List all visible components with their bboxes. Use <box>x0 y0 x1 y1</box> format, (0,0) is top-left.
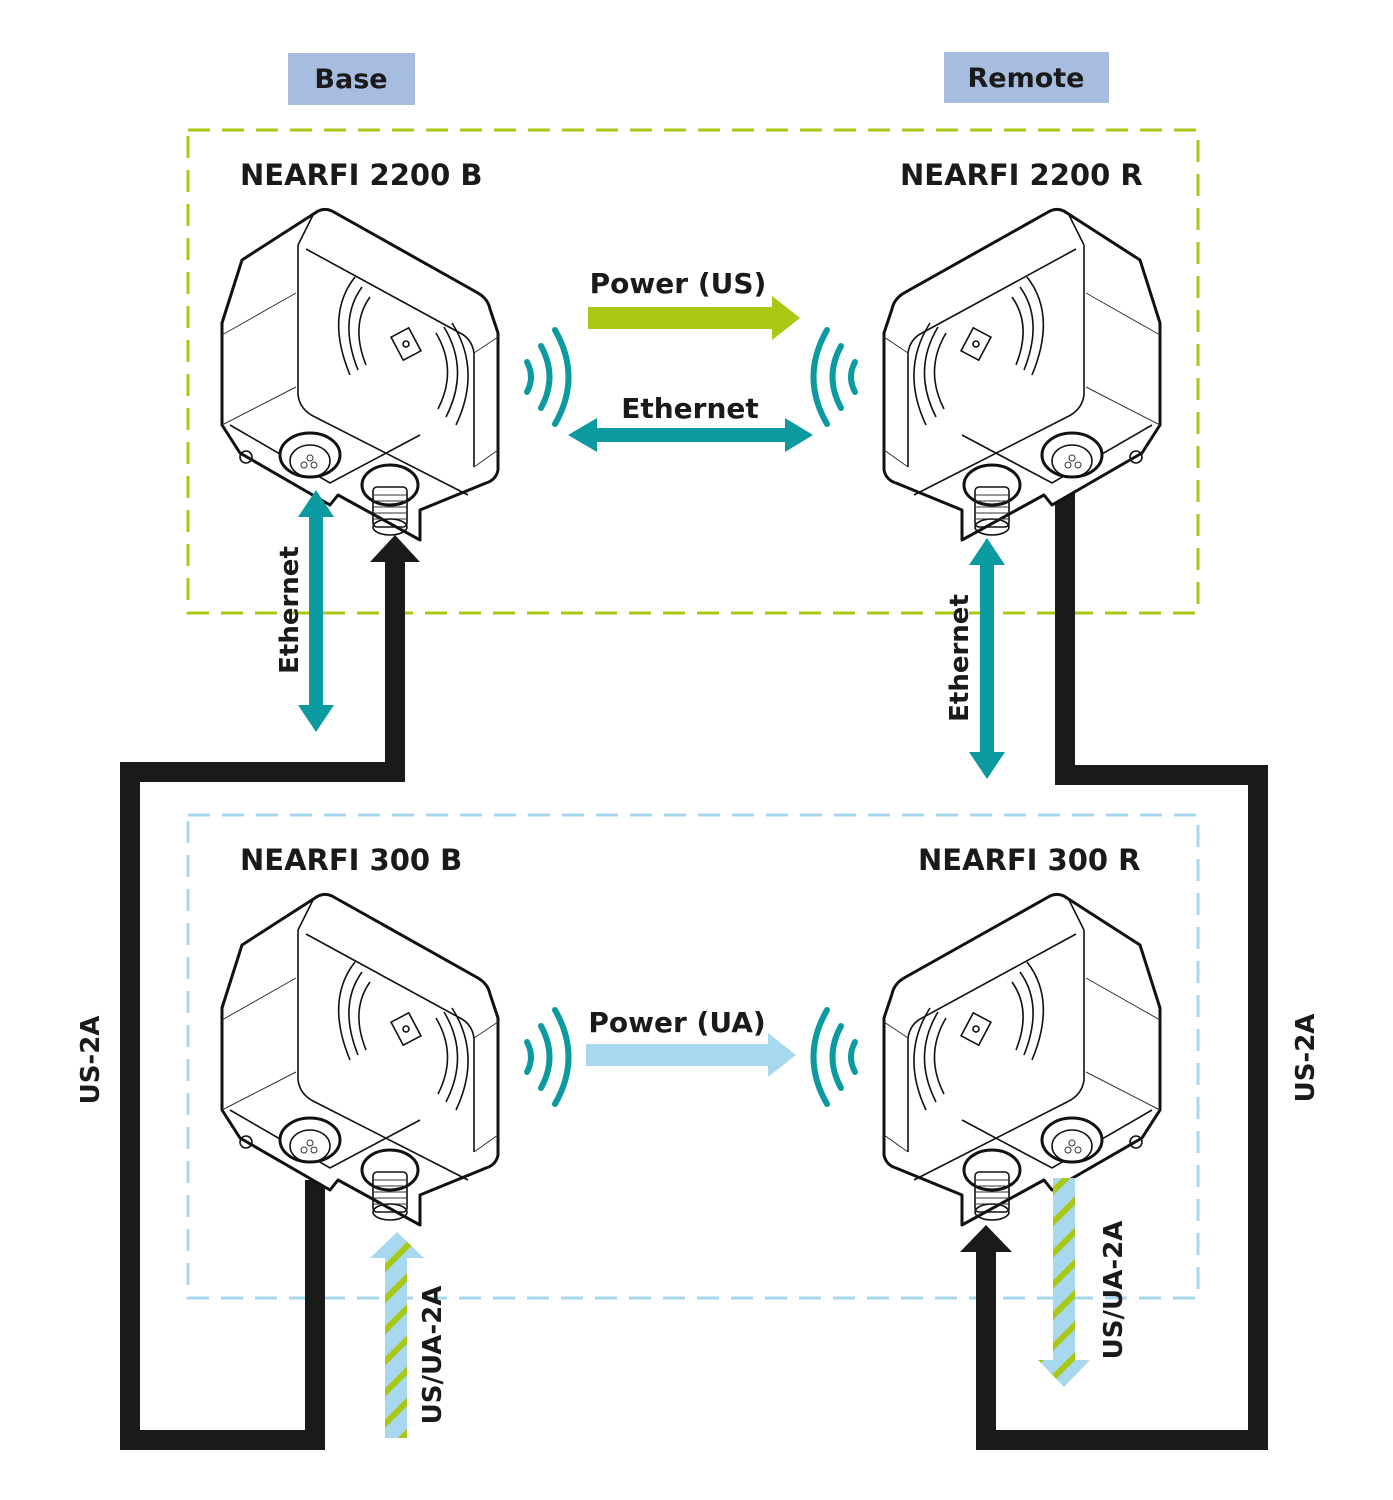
wireless-waves-2200-r <box>810 327 858 427</box>
device-label-2200-b: NEARFI 2200 B <box>240 158 482 192</box>
ethernet-wireless-label: Ethernet <box>621 392 759 425</box>
ethernet-base-arrow <box>298 490 334 732</box>
cable-left-label: US-2A <box>76 1016 106 1105</box>
ethernet-remote-arrow <box>969 538 1005 779</box>
supply-base-arrow <box>370 1232 424 1438</box>
cable-us-2a-right <box>976 492 1268 1450</box>
wireless-waves-300-r <box>810 1007 858 1107</box>
device-nearfi-2200-b <box>220 207 500 542</box>
device-nearfi-300-r <box>882 892 1162 1227</box>
remote-tag-label: Remote <box>967 63 1084 94</box>
device-label-300-b: NEARFI 300 B <box>240 843 462 877</box>
supply-remote-arrow <box>1038 1178 1090 1387</box>
cable-arrowhead-300-r <box>960 1225 1012 1252</box>
ethernet-base-label: Ethernet <box>275 546 305 674</box>
power-us-label: Power (US) <box>590 267 767 300</box>
device-label-2200-r: NEARFI 2200 R <box>900 158 1143 192</box>
wireless-waves-300-b <box>524 1007 572 1107</box>
ethernet-wireless-arrow <box>568 418 813 452</box>
power-ua-arrow <box>586 1033 796 1077</box>
cable-right-label: US-2A <box>1291 1014 1321 1103</box>
device-nearfi-2200-r <box>882 207 1162 542</box>
power-us-arrow <box>588 296 800 340</box>
base-tag <box>288 53 415 105</box>
supply-base-label: US/UA-2A <box>418 1286 448 1425</box>
ethernet-remote-label: Ethernet <box>945 594 975 722</box>
remote-tag <box>944 52 1109 103</box>
wireless-waves-2200-b <box>524 327 572 427</box>
supply-remote-label: US/UA-2A <box>1099 1221 1129 1360</box>
cable-arrowhead-2200-b <box>370 535 420 562</box>
power-ua-label: Power (UA) <box>588 1006 765 1039</box>
cable-us-2a-left <box>120 560 405 1450</box>
base-tag-label: Base <box>314 64 387 95</box>
device-nearfi-300-b <box>220 892 500 1227</box>
device-label-300-r: NEARFI 300 R <box>918 843 1141 877</box>
